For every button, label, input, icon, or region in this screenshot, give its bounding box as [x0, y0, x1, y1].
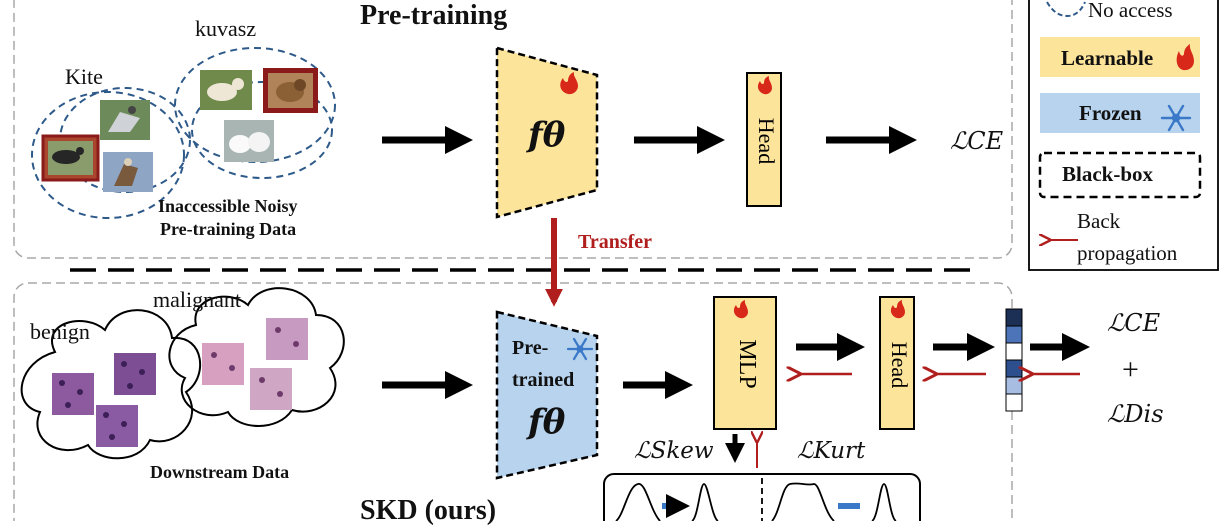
transfer-label: Transfer	[578, 231, 653, 253]
legend-frozen-label: Frozen	[1079, 101, 1142, 125]
encoder-label-bottom: fθ	[528, 402, 566, 442]
legend-no-access-swatch	[1046, 1, 1086, 18]
loss-ce-top: ℒCE	[950, 127, 1004, 155]
class-label-malignant: malignant	[153, 287, 241, 312]
legend-blackbox-label: Black-box	[1062, 162, 1154, 186]
head-skd	[879, 296, 915, 430]
kuvasz-cluster-outline-2	[191, 81, 333, 179]
kite-image-3	[103, 152, 153, 192]
kite-cluster-outline	[31, 91, 185, 219]
class-label-kuvasz: kuvasz	[195, 16, 257, 41]
benign-cloud	[20, 309, 202, 460]
malignant-image-3	[250, 368, 292, 410]
mlp-label: MLP	[734, 339, 760, 389]
normalized-distribution-curve	[691, 483, 719, 521]
loss-ce-bottom: ℒCE	[1107, 309, 1161, 337]
skd-panel	[13, 282, 1013, 521]
legend-learnable-swatch	[1040, 37, 1200, 77]
mlp-block	[713, 296, 777, 430]
skewed-distribution-curve	[615, 483, 661, 521]
peaked-distribution-curve	[871, 483, 897, 521]
legend-learnable-label: Learnable	[1061, 46, 1154, 70]
kite-image-2-noisy	[41, 134, 100, 182]
fire-icon	[560, 72, 578, 95]
snowflake-icon	[1160, 104, 1192, 132]
fire-icon	[890, 300, 905, 319]
downstream-data-caption: Downstream Data	[150, 462, 290, 482]
skd-title: SKD (ours)	[360, 495, 497, 526]
legend-backprop-label-line2: propagation	[1077, 241, 1178, 265]
kuvasz-image-2-noisy	[263, 68, 318, 113]
kurtotic-distribution-curve	[771, 482, 835, 521]
kite-image-1	[100, 100, 150, 140]
head-label-bottom: Head	[887, 341, 912, 389]
plus-sign: +	[1122, 353, 1139, 386]
loss-kurt: ℒKurt	[797, 438, 866, 464]
encoder-frozen-line1: Pre-	[512, 337, 549, 359]
encoder-label-top: fθ	[528, 115, 566, 155]
loss-dis: ℒDis	[1107, 400, 1164, 428]
kuvasz-image-3	[224, 120, 274, 162]
class-label-benign: benign	[30, 319, 90, 344]
snowflake-icon	[566, 337, 594, 361]
legend-backprop-label-line1: Back	[1077, 209, 1121, 233]
logit-vector	[1005, 308, 1023, 412]
kuvasz-image-1	[200, 70, 252, 110]
malignant-cloud	[168, 287, 345, 427]
encoder-frozen-line2: trained	[512, 369, 575, 391]
pretraining-panel	[13, 0, 1013, 259]
loss-skew: ℒSkew	[634, 438, 714, 464]
fire-icon	[733, 300, 748, 319]
fire-icon	[1176, 44, 1194, 71]
benign-image-2	[114, 353, 156, 395]
head-pretraining	[746, 72, 782, 207]
fire-icon	[757, 76, 772, 95]
encoder-frozen	[495, 310, 599, 480]
benign-image-1	[52, 373, 94, 415]
pretraining-data-caption-line2: Pre-training Data	[160, 219, 297, 239]
head-label-top: Head	[754, 117, 779, 165]
benign-image-3	[96, 405, 138, 447]
malignant-image-2	[266, 318, 308, 360]
pretraining-title: Pre-training	[360, 0, 508, 31]
legend-blackbox-swatch	[1038, 151, 1202, 199]
malignant-image-1	[202, 343, 244, 385]
class-label-kite: Kite	[65, 64, 103, 89]
pretraining-data-caption-line1: Inaccessible Noisy	[158, 196, 298, 216]
legend-no-access-label: No access	[1088, 0, 1173, 22]
